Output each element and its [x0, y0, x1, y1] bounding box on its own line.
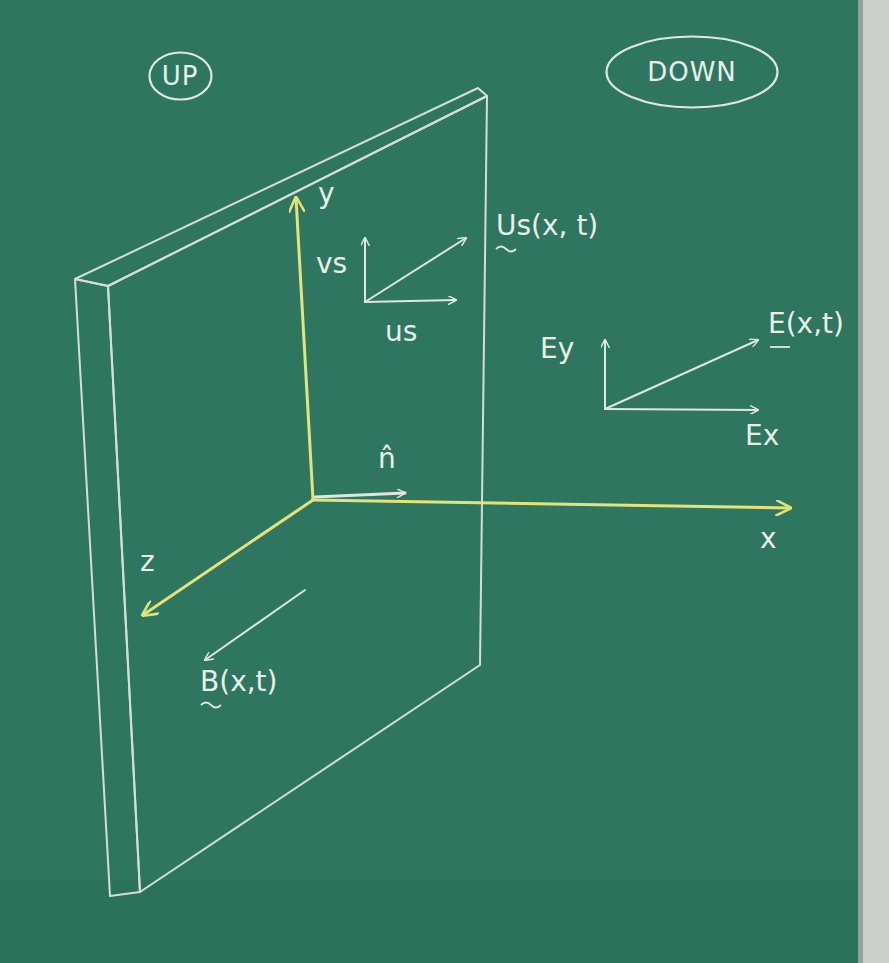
vector-marks — [201, 247, 790, 708]
us-vector — [365, 300, 456, 302]
circled-word: DOWN — [605, 35, 779, 109]
node-text: DOWN — [647, 57, 737, 87]
board-frame-edge — [858, 0, 863, 963]
ellipse-outline — [149, 53, 211, 100]
b-field-vector — [205, 590, 305, 660]
ex-vector — [605, 409, 758, 410]
vector-label: n̂ — [378, 445, 396, 473]
ellipse-outline — [607, 37, 778, 108]
vectors — [205, 238, 758, 660]
ey-vector — [604, 340, 606, 409]
tilde-mark — [201, 703, 221, 708]
tilde-mark — [496, 247, 516, 252]
underline-mark — [770, 346, 790, 348]
vector-label: vs — [316, 250, 347, 278]
x-axis — [313, 500, 790, 508]
node-text: UP — [162, 61, 199, 91]
plate-side-edge — [75, 279, 140, 896]
vector-label: Ex — [745, 422, 779, 450]
z-axis — [143, 500, 313, 615]
vector-label: x — [760, 525, 777, 553]
vector-label: y — [318, 180, 335, 208]
plate-slab — [75, 88, 487, 896]
y-axis — [296, 198, 313, 500]
vector-label: B(x,t) — [200, 668, 278, 696]
vector-label: Us(x, t) — [496, 212, 598, 240]
surface-velocity-vector — [365, 238, 466, 302]
board-frame — [862, 0, 889, 963]
axes — [143, 198, 790, 615]
circled-word: UP — [148, 51, 213, 101]
vector-label: z — [140, 548, 155, 576]
plate-face — [108, 96, 487, 892]
normal-vector — [315, 493, 405, 497]
plate-top-edge — [75, 88, 487, 286]
vs-vector — [364, 238, 366, 302]
vector-label: us — [385, 318, 417, 346]
e-field-vector — [605, 340, 758, 409]
vector-label: E(x,t) — [768, 310, 844, 338]
vector-label: Ey — [540, 335, 574, 363]
